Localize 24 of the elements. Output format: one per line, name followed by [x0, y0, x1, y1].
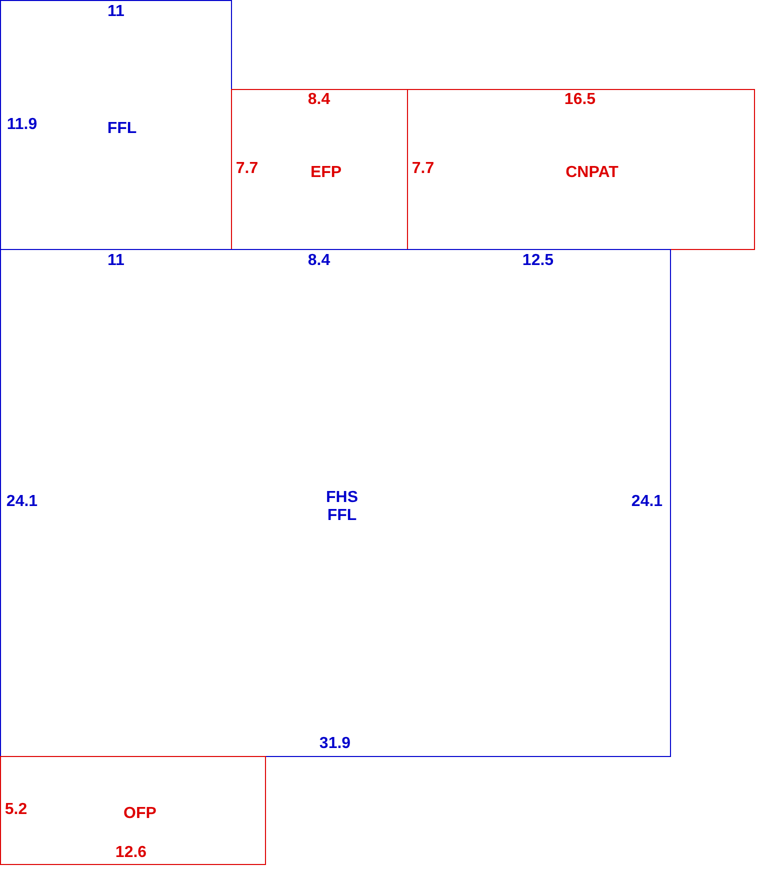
- dimension-label: 5.2: [4, 801, 28, 819]
- dimension-label: 31.9: [319, 735, 351, 753]
- dimension-label: 7.7: [236, 160, 258, 178]
- dimension-label: 7.7: [412, 160, 434, 178]
- room-outline: [231, 89, 408, 250]
- dimension-label: 16.5: [564, 91, 596, 109]
- room-outline: [0, 249, 671, 757]
- dimension-label: 8.4: [308, 252, 330, 270]
- room-outline: [0, 0, 232, 250]
- room-label: FHS FFL: [325, 489, 359, 525]
- dimension-label: 11: [108, 3, 124, 21]
- room-label: OFP: [122, 805, 158, 823]
- room-outline: [407, 89, 755, 250]
- room-outline: [0, 756, 266, 865]
- room-label: FFL: [106, 120, 138, 138]
- dimension-label: 11: [108, 252, 124, 270]
- dimension-label: 11.9: [6, 116, 38, 134]
- dimension-label: 12.6: [115, 844, 147, 862]
- room-label: EFP: [309, 164, 343, 182]
- dimension-label: 12.5: [522, 252, 554, 270]
- dimension-label: 8.4: [308, 91, 330, 109]
- dimension-label: 24.1: [631, 493, 663, 511]
- dimension-label: 24.1: [6, 493, 38, 511]
- room-label: CNPAT: [564, 164, 620, 182]
